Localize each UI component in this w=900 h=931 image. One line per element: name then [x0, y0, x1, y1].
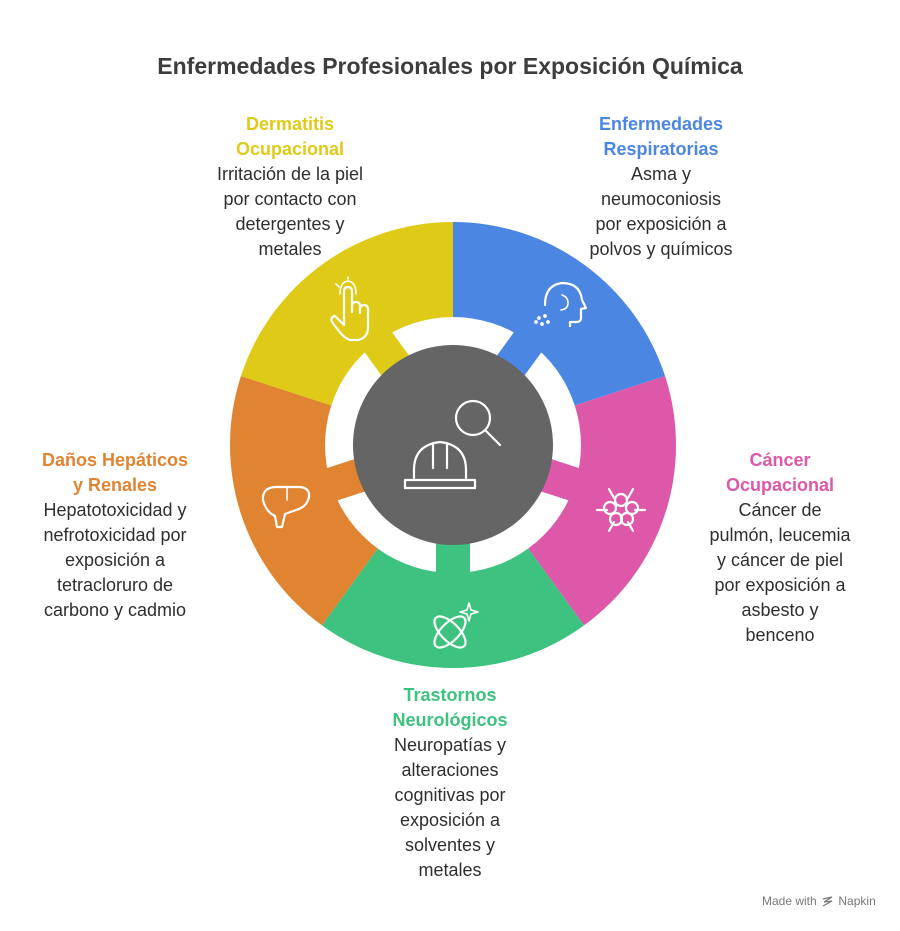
- segment-description-respiratorias: Asma y neumoconiosis por exposición a po…: [589, 164, 733, 259]
- segment-cancer: [528, 376, 677, 626]
- hard-hat-icon: [403, 440, 477, 490]
- segment-arc-cancer: [528, 376, 677, 626]
- segment-dermatitis: [240, 222, 453, 406]
- made-with-napkin: Made with Napkin: [762, 894, 876, 908]
- magnifier-icon: [454, 399, 502, 447]
- segment-neurologicos: [321, 548, 585, 668]
- segment-description-hepaticos: Hepatotoxicidad y nefrotoxicidad por exp…: [43, 500, 187, 620]
- segment-text-dermatitis: Dermatitis Ocupacional Irritación de la …: [145, 112, 435, 262]
- page-title: Enfermedades Profesionales por Exposició…: [157, 53, 743, 79]
- segment-text-cancer: Cáncer Ocupacional Cáncer de pulmón, leu…: [680, 448, 880, 648]
- segment-description-dermatitis: Irritación de la piel por contacto con d…: [216, 164, 364, 259]
- segment-hepaticos: [230, 376, 378, 626]
- segment-text-hepaticos: Daños Hepáticos y Renales Hepatotoxicida…: [15, 448, 215, 623]
- segment-text-respiratorias: Enfermedades Respiratorias Asma y neumoc…: [516, 112, 806, 262]
- segment-arc-neurologicos: [321, 548, 585, 668]
- segment-heading-respiratorias: Enfermedades Respiratorias: [598, 114, 724, 159]
- liver-icon: [261, 485, 311, 529]
- segment-arc-dermatitis: [240, 222, 453, 406]
- segment-heading-neurologicos: Trastornos Neurológicos: [392, 685, 508, 730]
- segment-description-cancer: Cáncer de pulmón, leucemia y cáncer de p…: [709, 500, 851, 645]
- segment-heading-hepaticos: Daños Hepáticos y Renales: [41, 450, 189, 495]
- cell-cluster-icon: [595, 488, 647, 532]
- segment-heading-dermatitis: Dermatitis Ocupacional: [235, 114, 345, 159]
- neuron-sparkle-icon: [433, 602, 479, 649]
- segment-heading-cancer: Cáncer Ocupacional: [725, 450, 835, 495]
- napkin-logo-icon: [822, 896, 833, 907]
- segment-arc-respiratorias: [453, 222, 666, 406]
- segment-text-neurologicos: Trastornos Neurológicos Neuropatías y al…: [330, 683, 570, 883]
- segment-arc-hepaticos: [230, 376, 378, 626]
- finger-touch-icon: [330, 276, 370, 342]
- segment-description-neurologicos: Neuropatías y alteraciones cognitivas po…: [393, 735, 507, 880]
- breathing-head-icon: [534, 281, 588, 328]
- segment-respiratorias: [453, 222, 666, 406]
